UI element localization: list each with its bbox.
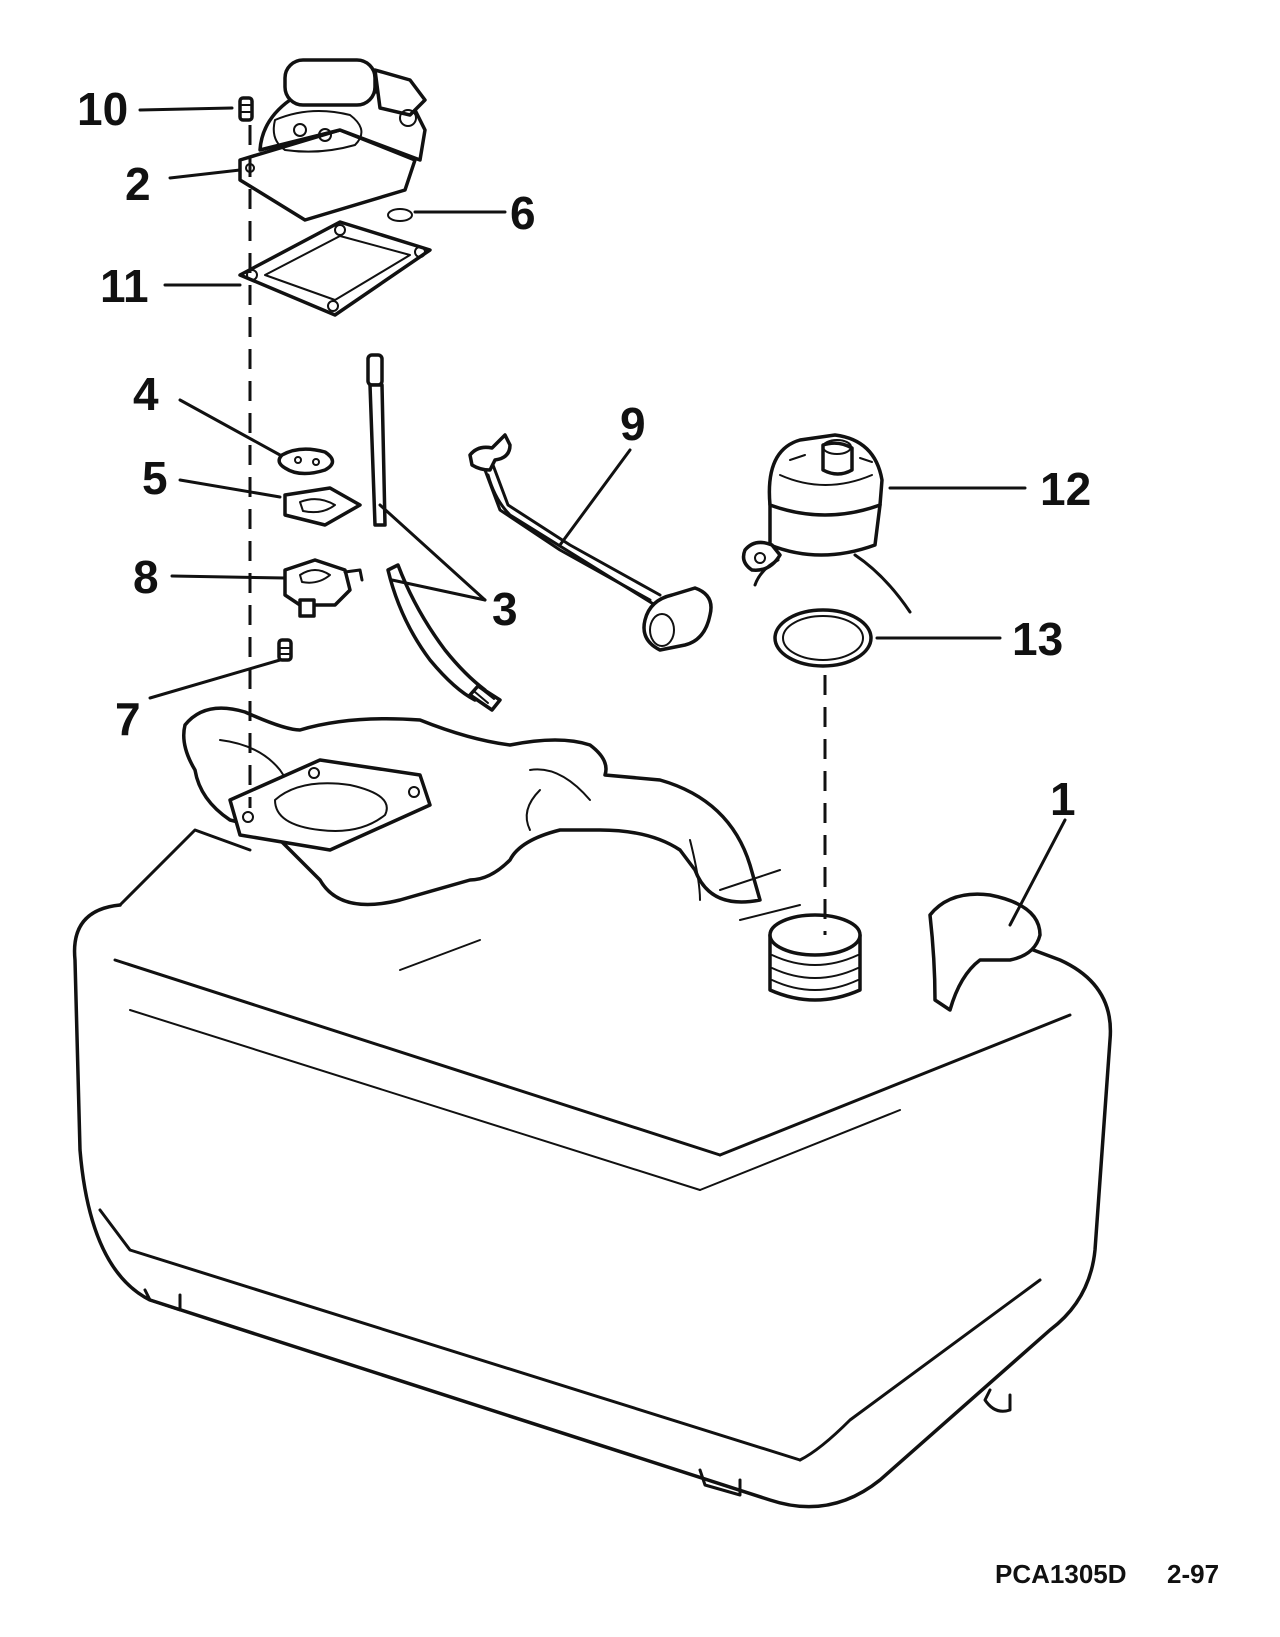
fuel-tank-icon bbox=[72, 706, 1113, 1509]
fuel-hose-icon bbox=[366, 353, 502, 712]
o-ring-small-icon bbox=[387, 208, 413, 222]
screw-small-icon bbox=[277, 638, 293, 662]
gasket-icon bbox=[238, 220, 432, 317]
callout-7: 7 bbox=[115, 693, 141, 745]
retainer-icon bbox=[277, 447, 335, 476]
callout-6: 6 bbox=[510, 187, 536, 239]
pickup-cover-icon bbox=[238, 58, 427, 222]
fuel-gauge-float-icon bbox=[468, 433, 713, 652]
screw-icon bbox=[238, 96, 254, 122]
callout-13: 13 bbox=[1012, 613, 1063, 665]
callout-3: 3 bbox=[492, 583, 518, 635]
o-ring-icon bbox=[773, 608, 873, 668]
clip-icon bbox=[283, 558, 364, 618]
callout-2: 2 bbox=[125, 158, 151, 210]
callout-12: 12 bbox=[1040, 463, 1091, 515]
filler-cap-icon bbox=[741, 433, 912, 614]
callout-1: 1 bbox=[1050, 773, 1076, 825]
callout-9: 9 bbox=[620, 398, 646, 450]
revision-code: 2-97 bbox=[1167, 1559, 1219, 1589]
callout-4: 4 bbox=[133, 368, 159, 420]
leader-lines bbox=[138, 106, 1067, 927]
callout-11: 11 bbox=[100, 260, 149, 312]
figure-code: PCA1305D bbox=[995, 1559, 1127, 1589]
callout-5: 5 bbox=[142, 452, 168, 504]
callout-8: 8 bbox=[133, 551, 159, 603]
callout-10: 10 bbox=[77, 83, 128, 135]
seal-plate-icon bbox=[283, 486, 362, 527]
